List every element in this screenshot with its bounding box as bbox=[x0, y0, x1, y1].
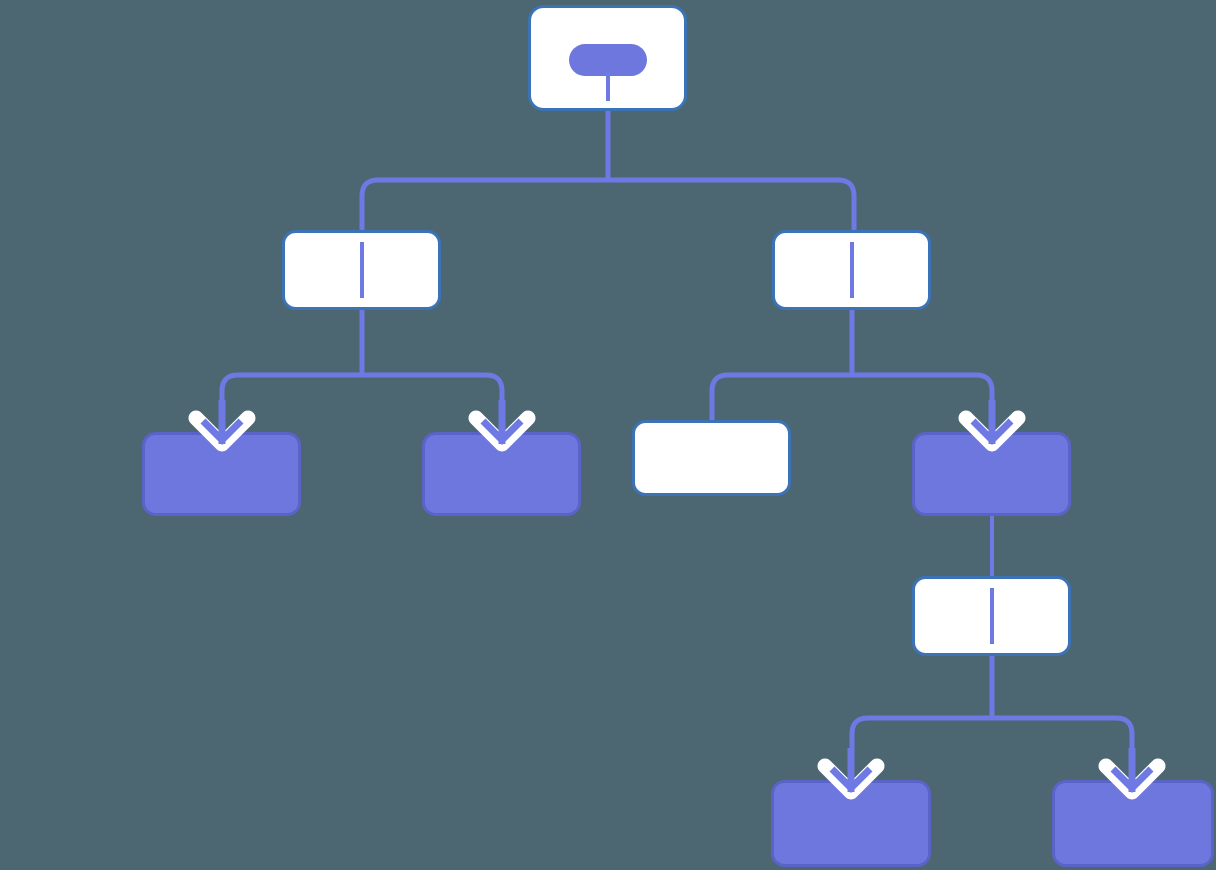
node-level1-right[interactable] bbox=[772, 230, 931, 310]
node-root[interactable] bbox=[528, 5, 687, 111]
node-layer bbox=[142, 5, 1214, 867]
connector-root-to-level1 bbox=[359, 111, 857, 230]
node-level1-left[interactable] bbox=[282, 230, 441, 310]
arrowhead-into-level2-d bbox=[958, 400, 1026, 452]
connector-r1-to-children bbox=[709, 310, 995, 432]
connector-l1-to-children bbox=[219, 310, 505, 432]
node-root-badge-pill bbox=[569, 44, 647, 76]
connector-r2-to-children bbox=[849, 656, 1135, 780]
arrow-purple-head-3 bbox=[970, 418, 1014, 445]
node-level2-c-box[interactable] bbox=[632, 420, 791, 496]
arrow-purple-head-1 bbox=[200, 418, 244, 445]
arrowhead-into-level4-a bbox=[817, 748, 885, 800]
arrow-purple-head-5 bbox=[1110, 766, 1154, 793]
arrowhead-into-level2-a bbox=[188, 400, 256, 452]
node-level2-c[interactable] bbox=[632, 420, 791, 496]
arrowhead-into-level2-b bbox=[468, 400, 536, 452]
arrowhead-layer bbox=[188, 400, 1166, 800]
arrow-purple-head-2 bbox=[480, 418, 524, 445]
node-level3[interactable] bbox=[912, 576, 1071, 656]
arrowhead-into-level4-b bbox=[1098, 748, 1166, 800]
arrow-purple-head-4 bbox=[829, 766, 873, 793]
